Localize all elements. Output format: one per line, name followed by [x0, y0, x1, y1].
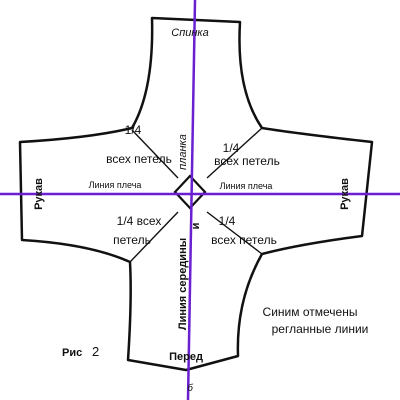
garment-outline [18, 16, 374, 372]
quarter-top-left-2: всех петель [106, 152, 172, 166]
placket-label: планка [177, 134, 189, 170]
vertical-center-line [186, 0, 197, 400]
raglan-seam-top-right [206, 127, 263, 179]
quarter-bottom-right-2: всех петель [211, 233, 277, 247]
note-line-2: регланные линии [272, 322, 369, 336]
raglan-seam-top-left [131, 129, 179, 179]
raglan-seam-bottom-right [206, 211, 263, 255]
quarter-top-right-1: 1/4 [223, 141, 240, 155]
figure-label: Рис [62, 347, 82, 359]
raglan-seams [129, 127, 263, 263]
note-line-1: Синим отмечены [263, 305, 358, 319]
quarter-top-left-1: 1/4 [125, 123, 142, 137]
center-line-label: Линия середины [177, 238, 189, 330]
sleeve-left-label: Рукав [33, 178, 45, 210]
shoulder-line-left: Линия плеча [89, 180, 142, 190]
shoulder-line-right: Линия плеча [220, 181, 273, 191]
quarter-bottom-left-1: 1/4 всех [117, 214, 162, 228]
figure-number: 2 [92, 344, 99, 359]
center-and-label: и [190, 223, 202, 230]
quarter-bottom-left-2: петель [113, 233, 151, 247]
front-label: Перед [169, 351, 203, 363]
raglan-seam-bottom-left [129, 211, 179, 263]
neck-opening [173, 174, 207, 210]
quarter-bottom-right-1: 1/4 [219, 214, 236, 228]
bottom-mark: б [187, 382, 193, 394]
quarter-top-right-2: всех петель [214, 154, 280, 168]
back-label: Спинка [171, 27, 208, 39]
sleeve-right-label: Рукав [339, 178, 351, 210]
